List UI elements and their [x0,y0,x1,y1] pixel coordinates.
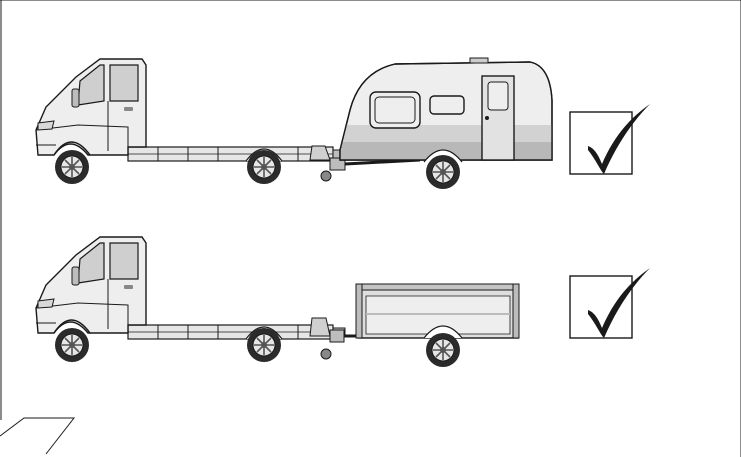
corner-tab [0,418,74,454]
tow-vehicle-truck [36,237,345,362]
checkmark-icon [570,268,650,338]
trailer-box [356,284,519,367]
row-truck-caravan [36,58,650,189]
row-truck-box-trailer [36,237,650,367]
caravan-window-side [430,96,464,114]
tow-vehicle-truck [36,59,345,184]
trailer-caravan [340,58,552,189]
checkmark-icon [570,104,650,174]
